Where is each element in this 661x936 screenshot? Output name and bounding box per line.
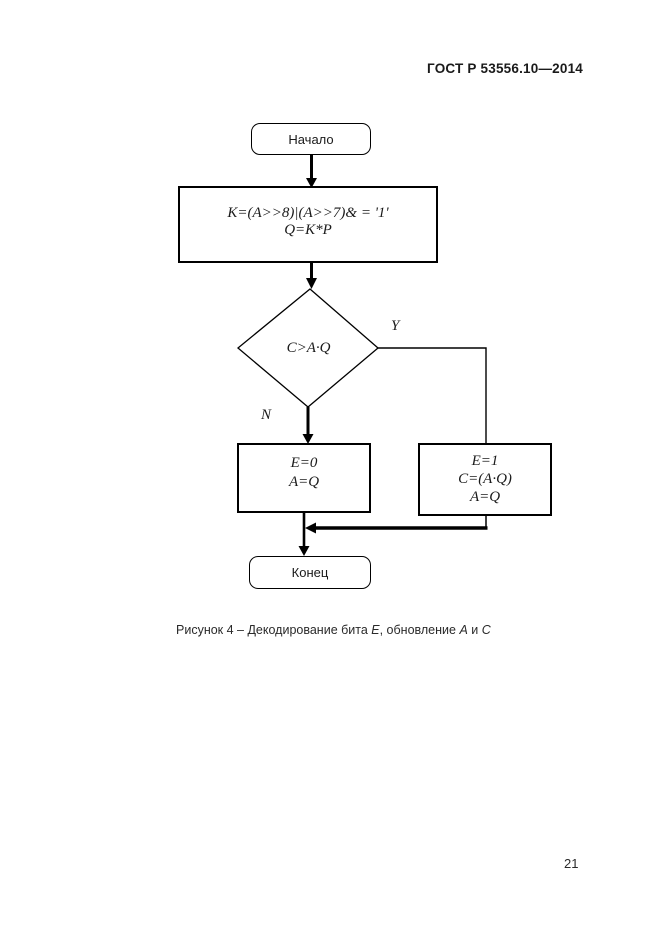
yes-branch-line2: C=(A·Q)	[458, 471, 512, 487]
flowchart-process-node: K=(A>>8)|(A>>7)& = '1' Q=K*P	[178, 186, 438, 263]
no-branch-line2: A=Q	[288, 474, 320, 490]
branch-label-no: N	[261, 407, 272, 423]
arrowhead-process-to-decision	[306, 278, 317, 289]
process-formula-line2: Q=K*P	[284, 222, 332, 238]
arrowhead-start-to-process	[306, 178, 317, 188]
connector-yes-branch	[378, 347, 487, 443]
arrowhead-merge-left	[305, 522, 316, 534]
no-branch-line1: E=0	[290, 455, 318, 471]
flowchart-end-node: Конец	[249, 556, 371, 589]
caption-text-part2: , обновление	[379, 623, 460, 637]
caption-text-part3: и	[467, 623, 482, 637]
flowchart-start-node: Начало	[251, 123, 371, 155]
branch-label-yes: Y	[391, 318, 400, 334]
flowchart-no-branch-box: E=0 A=Q	[237, 443, 371, 513]
page-number: 21	[564, 856, 579, 871]
arrowhead-no-box-to-end	[298, 546, 310, 556]
caption-var-e: E	[371, 623, 380, 637]
document-header-code: ГОСТ Р 53556.10—2014	[427, 61, 583, 76]
caption-text-part1: Рисунок 4 – Декодирование бита	[176, 623, 372, 637]
process-formula-line1: K=(A>>8)|(A>>7)& = '1'	[227, 205, 389, 221]
flowchart-yes-branch-box: E=1 C=(A·Q) A=Q	[418, 443, 552, 516]
decision-condition-label: C>A·Q	[286, 340, 331, 356]
start-node-label: Начало	[288, 131, 334, 147]
yes-branch-line3: A=Q	[469, 489, 501, 505]
yes-branch-line1: E=1	[471, 453, 499, 469]
figure-caption: Рисунок 4 – Декодирование бита E, обновл…	[176, 623, 491, 637]
caption-var-a: A	[459, 623, 468, 637]
end-node-label: Конец	[291, 565, 329, 580]
arrowhead-decision-to-no-box	[302, 434, 314, 444]
caption-var-c: C	[481, 623, 491, 637]
